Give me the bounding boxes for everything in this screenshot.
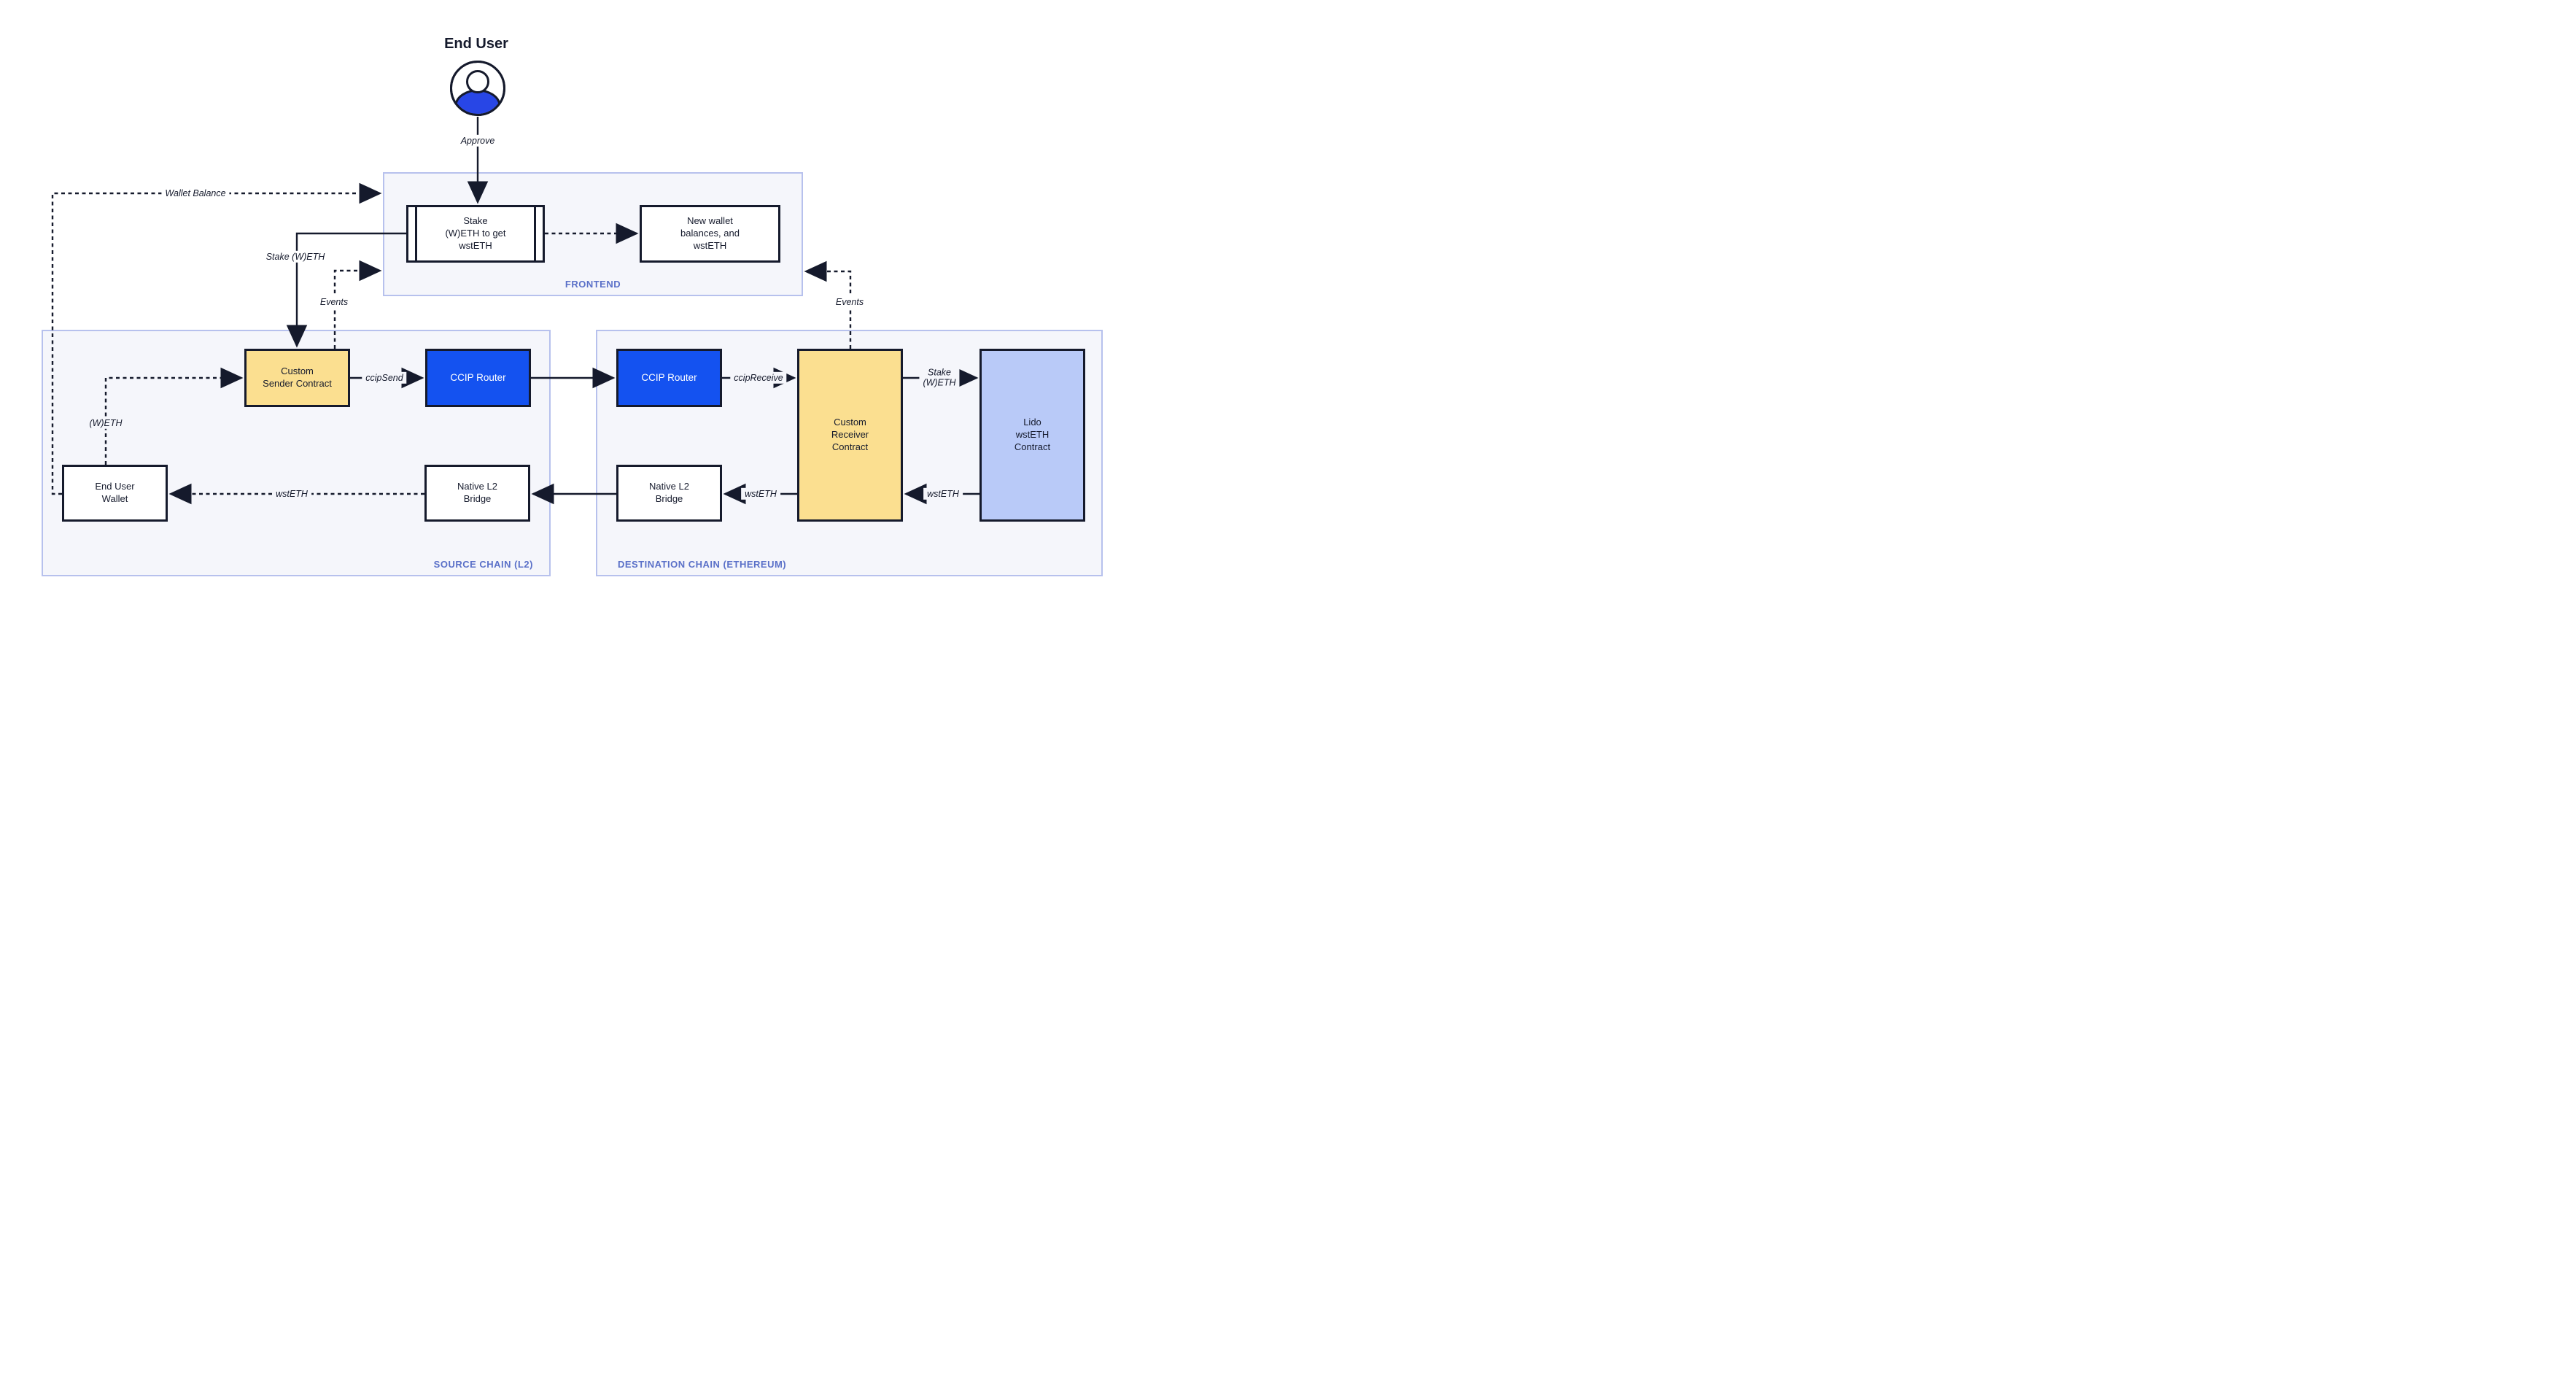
wallet-balance-arrow xyxy=(51,182,382,495)
end-user-icon xyxy=(450,61,505,116)
weth-label: (W)ETH xyxy=(85,417,126,430)
end-user-wallet-label: End User Wallet xyxy=(95,481,135,504)
end-user-wallet: End User Wallet xyxy=(62,465,168,522)
wsteth-to-bridge-label: wstETH xyxy=(741,487,780,500)
custom-receiver-contract: Custom Receiver Contract xyxy=(797,349,903,522)
custom-sender-contract: Custom Sender Contract xyxy=(244,349,350,407)
end-user-title: End User xyxy=(444,36,508,52)
lido-wsteth-label: Lido wstETH Contract xyxy=(1014,417,1051,452)
source-chain-label: SOURCE CHAIN (L2) xyxy=(433,559,533,570)
stake-box-right-bar xyxy=(534,207,536,260)
stake-weth-arrow xyxy=(286,232,406,348)
ccipreceive-label: ccipReceive xyxy=(730,371,787,384)
native-l2-bridge-source-label: Native L2 Bridge xyxy=(457,481,497,504)
destination-chain-label: DESTINATION CHAIN (ETHEREUM) xyxy=(618,559,787,570)
weth-arrow xyxy=(104,367,244,465)
stake-box-label: Stake (W)ETH to get wstETH xyxy=(445,215,506,251)
ccip-router-source: CCIP Router xyxy=(425,349,531,407)
ccipsend-label: ccipSend xyxy=(362,371,407,384)
frontend-label: FRONTEND xyxy=(565,279,621,290)
approve-label: Approve xyxy=(457,134,499,147)
events-left-label: Events xyxy=(316,295,352,309)
wsteth-to-wallet-label: wstETH xyxy=(272,487,311,500)
stake-box: Stake (W)ETH to get wstETH xyxy=(406,205,545,263)
wallet-balance-label: Wallet Balance xyxy=(161,187,230,200)
native-l2-bridge-destination-label: Native L2 Bridge xyxy=(649,481,689,504)
native-l2-bridge-destination: Native L2 Bridge xyxy=(616,465,722,522)
native-l2-bridge-source: Native L2 Bridge xyxy=(424,465,530,522)
new-wallet-label: New wallet balances, and wstETH xyxy=(680,215,740,251)
events-right-arrow xyxy=(804,260,852,349)
stake-weth-left-label: Stake (W)ETH xyxy=(262,250,329,263)
ccip-router-destination: CCIP Router xyxy=(616,349,722,407)
connector-layer xyxy=(51,117,979,505)
wsteth-to-receiver-label: wstETH xyxy=(923,487,963,500)
ccip-router-source-label: CCIP Router xyxy=(450,372,506,384)
events-left-arrow xyxy=(333,260,382,349)
custom-sender-label: Custom Sender Contract xyxy=(263,366,332,389)
lido-wsteth-contract: Lido wstETH Contract xyxy=(979,349,1085,522)
ccip-router-destination-label: CCIP Router xyxy=(641,372,697,384)
custom-receiver-label: Custom Receiver Contract xyxy=(831,417,869,452)
diagram-canvas: FRONTEND SOURCE CHAIN (L2) DESTINATION C… xyxy=(0,0,1144,622)
stake-weth-right-label: Stake (W)ETH xyxy=(919,366,960,390)
new-wallet-box: New wallet balances, and wstETH xyxy=(640,205,780,263)
events-right-label: Events xyxy=(831,295,868,309)
stake-box-left-bar xyxy=(415,207,417,260)
